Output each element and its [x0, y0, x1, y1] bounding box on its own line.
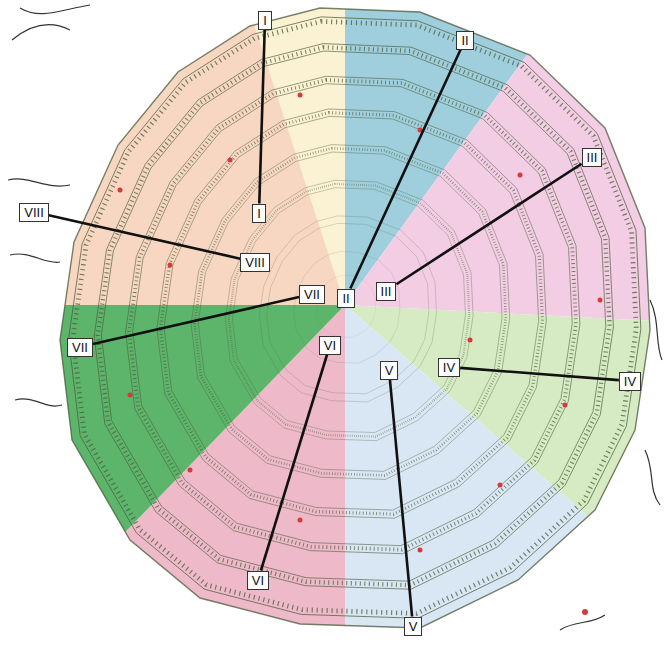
- sector-label-box: II: [456, 31, 473, 50]
- sector-numeral: III: [587, 150, 598, 165]
- section-line: [93, 297, 299, 344]
- section-line: [390, 380, 412, 617]
- sector-label-box: VI: [319, 336, 341, 355]
- sector-numeral: I: [263, 13, 267, 28]
- sector-label-box: IV: [438, 358, 460, 377]
- red-markers: [118, 93, 603, 616]
- sector-numeral: VII: [304, 287, 320, 302]
- sector-numeral: VIII: [245, 255, 265, 270]
- sector-numeral: III: [381, 284, 392, 299]
- sector-numeral: IV: [443, 360, 455, 375]
- sector-label-box: IV: [619, 372, 641, 391]
- sector-numeral: V: [385, 363, 394, 378]
- sector-label-box: II: [337, 289, 354, 308]
- edge-fragments: [8, 5, 662, 630]
- sector-numeral: VIII: [24, 205, 44, 220]
- sector-numeral: VII: [72, 340, 88, 355]
- sector-label-box: III: [376, 282, 397, 301]
- sector-numeral: VI: [252, 573, 264, 588]
- sector-numeral: II: [342, 291, 349, 306]
- sector-label-box: VIII: [240, 253, 270, 272]
- sector-numeral: IV: [624, 374, 636, 389]
- sector-label-box: VIII: [19, 203, 49, 222]
- sector-label-box: III: [582, 148, 603, 167]
- sector-label-box: I: [252, 204, 266, 223]
- sector-numeral: V: [409, 619, 418, 634]
- section-line: [261, 355, 327, 571]
- sector-label-box: V: [404, 617, 423, 636]
- sector-numeral: I: [257, 206, 261, 221]
- sector-label-box: V: [380, 361, 399, 380]
- section-line: [460, 368, 619, 380]
- sector-label-box: VI: [247, 571, 269, 590]
- section-line: [49, 215, 240, 258]
- sector-numeral: II: [461, 33, 468, 48]
- sector-numeral: VI: [324, 338, 336, 353]
- sector-label-box: VII: [67, 338, 93, 357]
- growth-rings: [60, 8, 650, 628]
- sector-label-box: I: [258, 11, 272, 30]
- section-line: [259, 30, 264, 204]
- section-line: [396, 164, 581, 284]
- sector-label-box: VII: [299, 285, 325, 304]
